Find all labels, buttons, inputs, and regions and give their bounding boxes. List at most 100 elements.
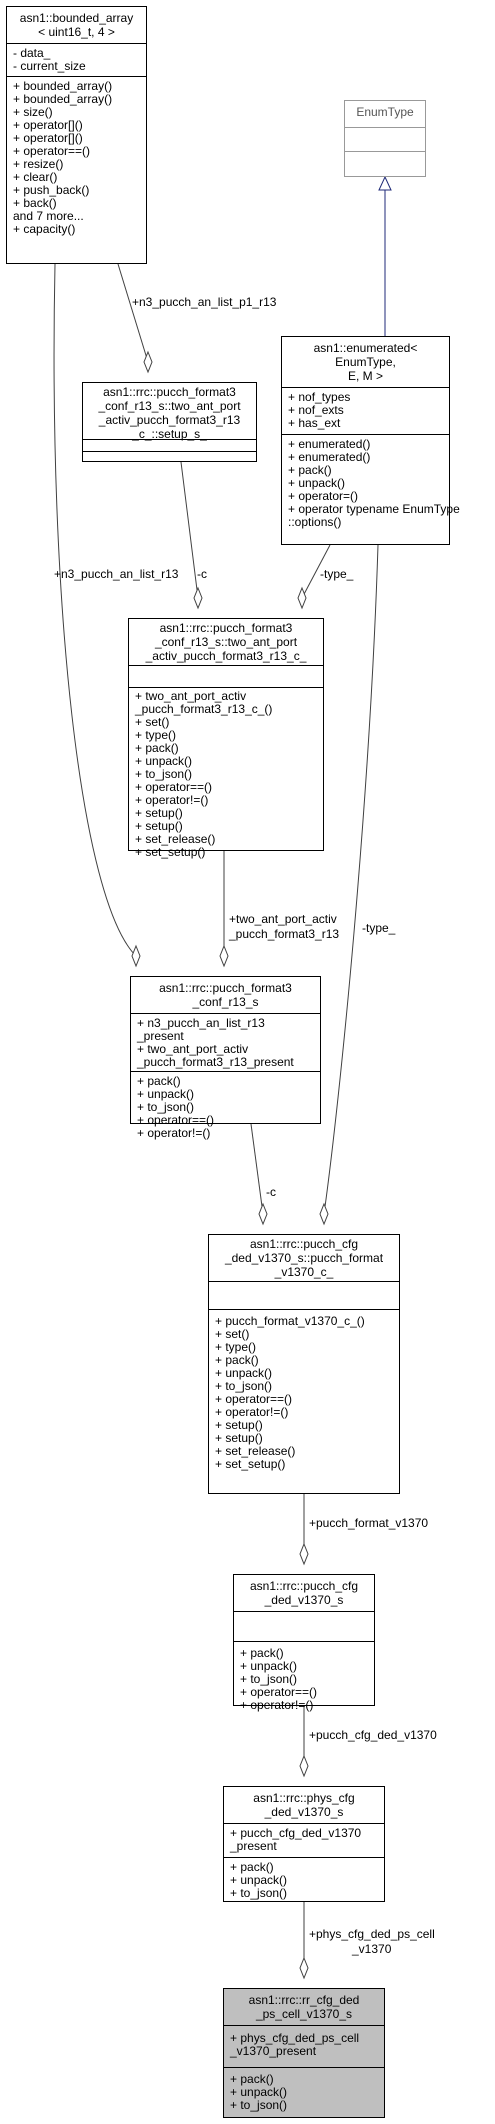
edge-type-b [323, 544, 379, 1215]
diamond-two-ant-right [297, 586, 307, 610]
method: + operator=() [288, 489, 359, 503]
method: + clear() [13, 170, 58, 184]
edge-label-pucch-cfg: +pucch_cfg_ded_v1370 [309, 1728, 437, 1742]
method: + to_json() [137, 1100, 195, 1114]
method: + set() [135, 715, 170, 729]
edge-label-setup-c: -c [197, 567, 207, 581]
method: + setup() [135, 806, 183, 820]
method: + unpack() [135, 754, 193, 768]
method: + pack() [215, 1353, 259, 1367]
method: _pucch_format3_r13_c_() [135, 702, 273, 716]
edge-label-format3-c: -c [266, 1185, 276, 1199]
method: + unpack() [215, 1366, 273, 1380]
method: + set() [215, 1327, 250, 1341]
attribute: _present [137, 1029, 184, 1043]
attribute: + nof_types [288, 390, 351, 404]
class-title-line: < uint16_t, 4 > [38, 25, 115, 39]
method: + operator[]() [13, 131, 83, 145]
method: + operator==() [240, 1685, 318, 1699]
method: + to_json() [230, 2098, 288, 2112]
diamond-pucch-format-right [319, 1202, 329, 1226]
class-title-line: asn1::bounded_array [19, 11, 134, 25]
class-title-line: asn1::rrc::pucch_format3 [159, 981, 292, 995]
edge-label-type-b: -type_ [362, 921, 396, 935]
class-title-line: asn1::rrc::phys_cfg [253, 1791, 355, 1805]
method: + to_json() [230, 1886, 288, 1900]
method: + unpack() [288, 476, 346, 490]
method: + operator!=() [215, 1405, 289, 1419]
class-bounded-array: asn1::bounded_array < uint16_t, 4 > - da… [6, 6, 147, 264]
method: + enumerated() [288, 450, 371, 464]
class-rr-cfg-ded-ps-cell-v1370: asn1::rrc::rr_cfg_ded _ps_cell_v1370_s +… [223, 1988, 385, 2118]
class-title-line: asn1::rrc::pucch_cfg [249, 1579, 359, 1593]
class-title-line: _v1370_c_ [274, 1265, 334, 1279]
class-title-line: _activ_pucch_format3_r13_c_ [145, 649, 307, 663]
class-title-line: asn1::rrc::pucch_cfg [249, 1237, 359, 1251]
method: + bounded_array() [13, 79, 113, 93]
class-title-line: _ded_v1370_s::pucch_format [224, 1251, 384, 1265]
method: + pack() [135, 741, 179, 755]
inherit-arrowhead [378, 175, 392, 191]
method: + setup() [135, 819, 183, 833]
class-title-line: _conf_r13_s::two_ant_port [154, 635, 298, 649]
method: + push_back() [13, 183, 90, 197]
class-title-line: _ps_cell_v1370_s [255, 2007, 353, 2021]
method: + unpack() [137, 1087, 195, 1101]
attribute: - data_ [13, 46, 51, 60]
method: + to_json() [240, 1672, 298, 1686]
method: + set_release() [135, 832, 216, 846]
method: + set_setup() [215, 1457, 286, 1471]
class-title-line: _conf_r13_s::two_ant_port [98, 399, 241, 413]
method: + type() [215, 1340, 257, 1354]
class-two-ant-port-activ: asn1::rrc::pucch_format3 _conf_r13_s::tw… [128, 618, 324, 859]
method: + operator==() [215, 1392, 293, 1406]
class-title-line: asn1::rrc::pucch_format3 [103, 385, 236, 399]
attribute: + nof_exts [288, 403, 344, 417]
method: + pack() [240, 1646, 284, 1660]
diamond-setup-s [143, 350, 153, 374]
method: + to_json() [215, 1379, 273, 1393]
attribute: + two_ant_port_activ [137, 1042, 249, 1056]
edge-setup-c [180, 461, 199, 599]
edge-type-a [301, 544, 331, 599]
method: + unpack() [240, 1659, 298, 1673]
diamond-pucch-format-left [258, 1202, 268, 1226]
attribute: _pucch_format3_r13_present [137, 1055, 294, 1069]
method: + pack() [288, 463, 332, 477]
attribute: _v1370_present [230, 2044, 317, 2058]
edge-n3-list [53, 263, 137, 957]
method: + unpack() [230, 2085, 288, 2099]
diamond-format3-left [131, 944, 141, 968]
class-enum-type: EnumType [344, 100, 426, 177]
class-phys-cfg-ded-v1370: asn1::rrc::phys_cfg _ded_v1370_s + pucch… [223, 1786, 385, 1902]
method: + size() [13, 105, 53, 119]
diamond-phys-cfg [299, 1754, 309, 1778]
class-title-line: asn1::rrc::pucch_format3 [159, 621, 293, 635]
method: + capacity() [13, 222, 76, 236]
class-title-line: _conf_r13_s [192, 995, 259, 1009]
method: + resize() [13, 157, 64, 171]
method: + pack() [230, 2072, 274, 2086]
method: ::options() [288, 515, 342, 529]
edge-label-pucch-format: +pucch_format_v1370 [309, 1516, 429, 1530]
method: + pack() [230, 1860, 274, 1874]
method: + operator typename EnumType [288, 502, 460, 516]
method: + to_json() [135, 767, 193, 781]
attribute: - current_size [13, 59, 86, 73]
class-title-line: asn1::enumerated< EnumType, [313, 341, 418, 369]
edge-label-phys-cfg-line1: +phys_cfg_ded_ps_cell [309, 1927, 435, 1941]
diamond-pucch-cfg [299, 1542, 309, 1566]
method: + enumerated() [288, 437, 371, 451]
method: + operator!=() [137, 1126, 211, 1140]
attribute: + has_ext [288, 416, 341, 430]
method: + operator==() [135, 780, 213, 794]
method: + operator[]() [13, 118, 83, 132]
edge-format3-c [250, 1123, 264, 1215]
edge-label-n3-list: +n3_pucch_an_list_r13 [54, 567, 179, 581]
method: + operator!=() [240, 1698, 314, 1712]
diamond-format3-mid [219, 944, 229, 968]
class-pucch-format3-conf: asn1::rrc::pucch_format3 _conf_r13_s + n… [130, 976, 321, 1140]
edge-label-two-ant-line2: _pucch_format3_r13 [229, 927, 340, 941]
class-title-line: EnumType [356, 105, 414, 119]
class-title-line: _ded_v1370_s [264, 1805, 344, 1819]
